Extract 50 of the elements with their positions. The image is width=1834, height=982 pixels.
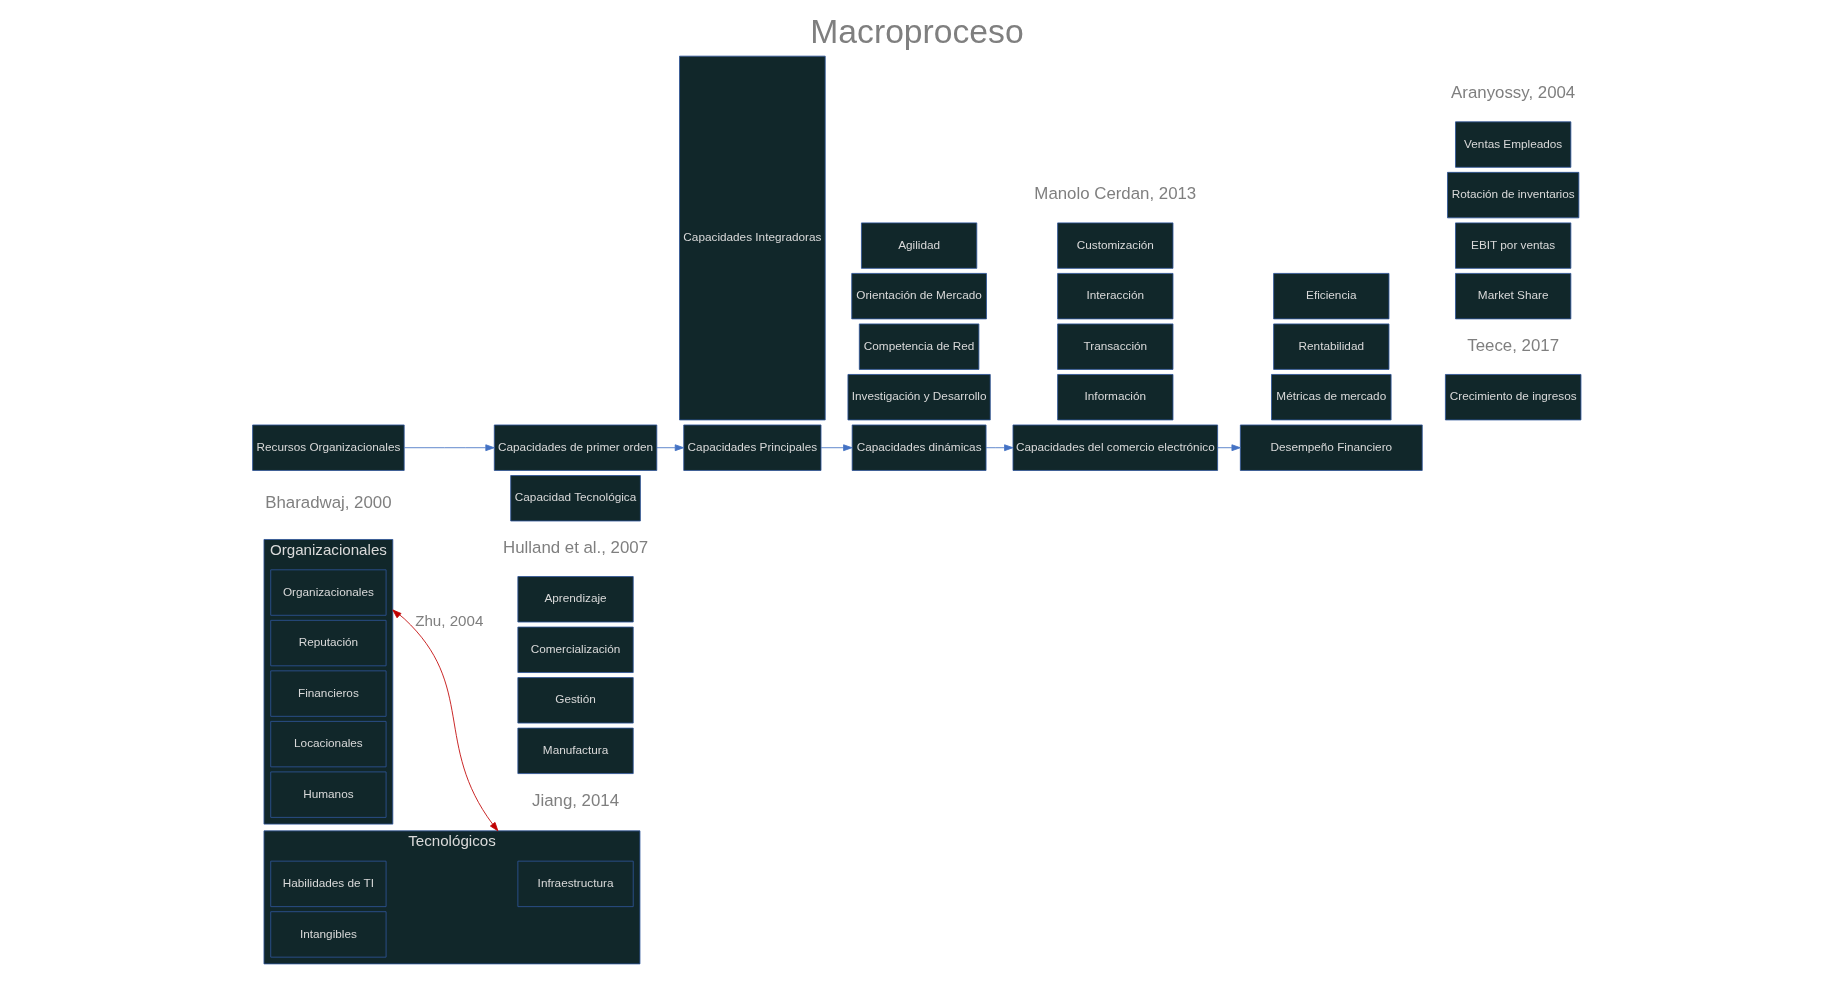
node-box: Gestión — [517, 676, 634, 723]
node-box: Métricas de mercado — [1271, 373, 1392, 420]
node-box: Crecimiento de ingresos — [1444, 373, 1582, 420]
node-box: Locacionales — [270, 720, 387, 767]
node-box: Comercialización — [517, 626, 634, 673]
node-box: Desempeño Financiero — [1239, 424, 1423, 471]
arrow — [1217, 443, 1241, 451]
node-box: Recursos Organizacionales — [252, 424, 405, 471]
label: Manolo Cerdan, 2013 — [1034, 183, 1197, 203]
node-box: Market Share — [1455, 272, 1572, 319]
node-box: Capacidades dinámicas — [851, 424, 987, 471]
node-box: Habilidades de TI — [270, 860, 387, 907]
diagram-title: Macroproceso — [810, 12, 1024, 50]
node-box: Ventas Empleados — [1455, 120, 1572, 168]
node-box: Competencia de Red — [858, 323, 980, 370]
label: Hulland et al., 2007 — [503, 537, 649, 557]
node-box: Humanos — [270, 771, 387, 818]
edge-label: Zhu, 2004 — [415, 611, 484, 629]
node-box: Transacción — [1057, 323, 1174, 370]
node-box: Manufactura — [517, 727, 634, 774]
arrow — [392, 609, 499, 831]
arrow — [403, 443, 495, 451]
label: Teece, 2017 — [1467, 335, 1560, 355]
node-box: Agilidad — [861, 221, 978, 269]
node-box: Rentabilidad — [1273, 323, 1390, 370]
node-box: EBIT por ventas — [1455, 221, 1572, 269]
arrow — [656, 443, 685, 451]
node-box: Investigación y Desarrollo — [847, 373, 991, 420]
node-box: Intangibles — [270, 910, 387, 958]
node-box: Organizacionales — [270, 568, 387, 616]
node-box: Infraestructura — [517, 860, 634, 907]
node-box: Interacción — [1057, 272, 1174, 319]
label: Bharadwaj, 2000 — [265, 492, 392, 512]
node-box: Financieros — [270, 669, 387, 717]
node-box: Eficiencia — [1273, 272, 1390, 319]
node-box: Capacidades Integradoras — [679, 55, 826, 420]
arrow — [820, 443, 853, 451]
node-box: Rotación de inventarios — [1447, 171, 1580, 218]
node-box: Capacidades Principales — [683, 424, 822, 471]
label: Jiang, 2014 — [532, 790, 620, 810]
label: Aranyossy, 2004 — [1451, 82, 1576, 102]
node-box: Capacidades del comercio electrónico — [1012, 424, 1219, 471]
arrow — [985, 443, 1014, 451]
node-box: Capacidades de primer orden — [493, 424, 658, 471]
node-box: Información — [1057, 373, 1174, 420]
node-box: Aprendizaje — [517, 575, 634, 622]
node-box: Customización — [1057, 221, 1174, 269]
node-box: Capacidad Tecnológica — [510, 474, 641, 521]
node-box: Reputación — [270, 619, 387, 666]
node-box: Orientación de Mercado — [851, 272, 987, 319]
